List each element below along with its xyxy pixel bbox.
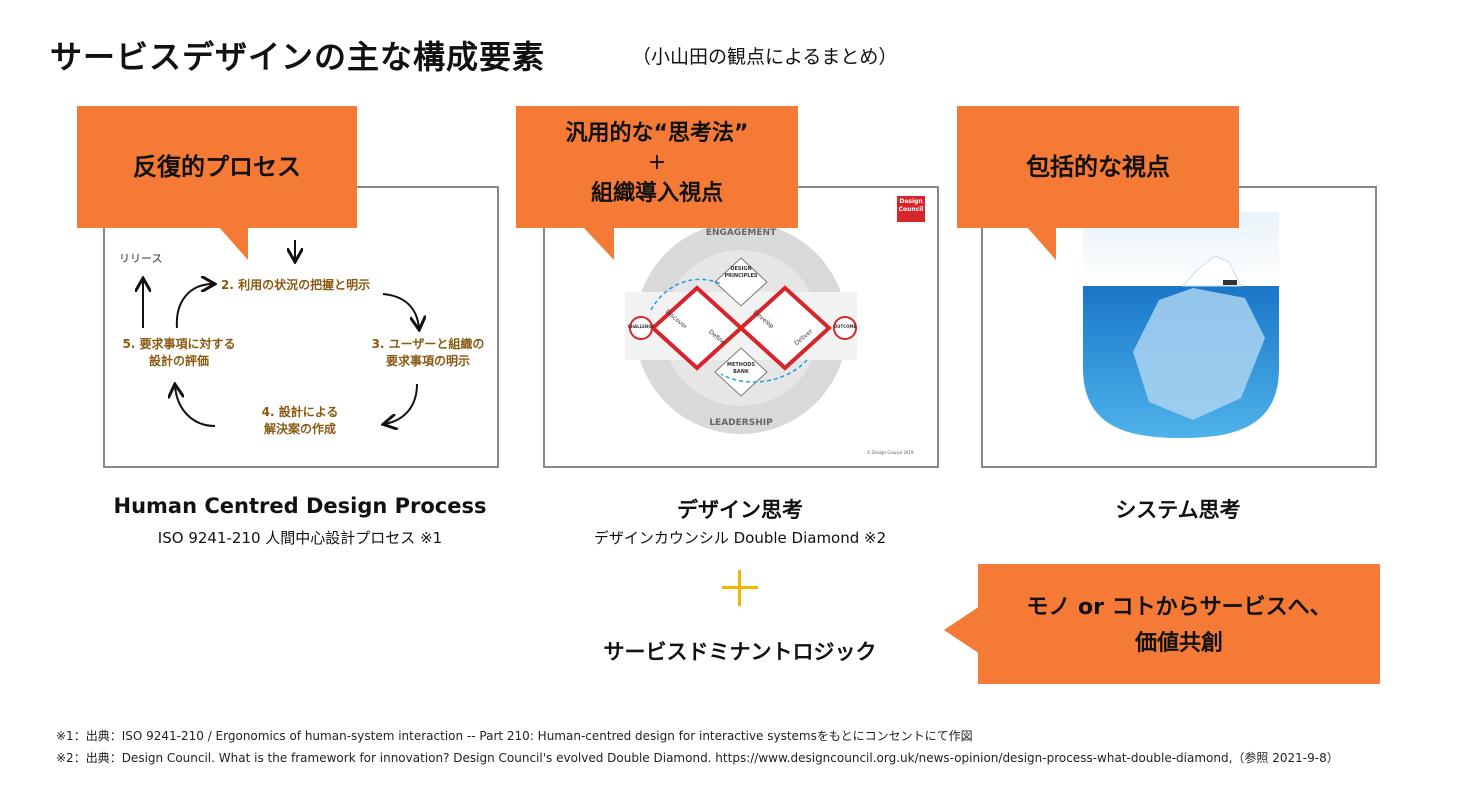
dd-principles-line1: DESIGN [730,266,752,272]
hcd-step3-line2: 要求事項の明示 [385,354,470,368]
dt-caption-title: デザイン思考 [677,498,803,522]
callout-dt-line1: 汎用的な“思考法” [565,121,749,146]
hcd-step5-line1: 5. 要求事項に対する [122,337,236,351]
hcd-release-label: リリース [119,252,163,265]
hcd-step4-line1: 4. 設計による [261,405,339,419]
hcd-caption-subtitle: ISO 9241-210 人間中心設計プロセス ※1 [157,529,443,547]
callout-dt-line3: 組織導入視点 [590,181,723,206]
hcd-cycle-arrows [105,240,497,466]
dd-leadership-label: LEADERSHIP [709,418,773,428]
hcd-step2: 2. 利用の状況の把握と明示 [221,278,371,292]
footnote-1: ※1：出典：ISO 9241-210 / Ergonomics of human… [56,729,973,743]
footnote-2: ※2：出典：Design Council. What is the framew… [56,751,1339,765]
cycle-arrow-top-right [382,293,419,328]
callout-iterative-label: 反復的プロセス [133,153,301,181]
hcd-caption-title: Human Centred Design Process [113,494,487,518]
st-caption-title: システム思考 [1115,498,1241,522]
dd-copyright: © Design Council 2019 [867,450,914,455]
dd-methods-line2: BANK [733,369,749,375]
cycle-arrow-bottom-left [175,386,216,427]
dd-methods-line1: METHODS [727,362,755,368]
logo-line1: Design [899,198,923,205]
hcd-step4-line2: 解決案の作成 [263,422,336,436]
dd-challenge-label: CHALLENGE [627,324,655,329]
callout-value-cocreation: モノ or コトからサービスへ、 価値共創 [978,564,1380,684]
callout-vc-line2: 価値共創 [1134,631,1223,656]
logo-line2: Council [898,206,924,213]
dt-caption-subtitle: デザインカウンシル Double Diamond ※2 [593,529,887,547]
plus-icon [722,570,758,606]
hcd-panel: リリース 2. 利用の状況の把握と明示 3. ユーザーと組織の 要求事項の明示 … [103,186,499,468]
hcd-step3-line1: 3. ユーザーと組織の [371,337,485,351]
callout-tail [1026,226,1056,260]
page-subtitle: （小山田の観点によるまとめ） [632,46,898,68]
page-title: サービスデザインの主な構成要素 [50,38,546,76]
callout-holistic-view: 包括的な視点 [957,106,1239,228]
design-council-logo: Design Council [897,198,925,214]
callout-dt-line2: + [647,150,667,175]
double-diamond-panel: ENGAGEMENT LEADERSHIP CHALLENGE OUTCOME … [543,186,939,468]
dd-outcome-label: OUTCOME [833,324,857,329]
callout-iterative-process: 反復的プロセス [77,106,357,228]
sdl-label: サービスドミナントロジック [603,640,877,664]
callout-design-thinking: 汎用的な“思考法” + 組織導入視点 [516,106,798,228]
double-diamond-diagram [625,196,925,434]
cycle-arrow-bottom-right [385,383,418,424]
callout-tail [944,606,980,654]
dd-engagement-label: ENGAGEMENT [705,228,777,238]
hcd-step5-line2: 設計の評価 [148,354,209,368]
cycle-arrow-top-left [175,284,213,329]
callout-tail [218,226,248,260]
dd-principles-line2: PRINCIPLES [724,273,758,279]
callout-tail [582,226,614,260]
callout-holistic-label: 包括的な視点 [1026,153,1170,181]
callout-vc-line1: モノ or コトからサービスへ、 [1026,595,1332,620]
